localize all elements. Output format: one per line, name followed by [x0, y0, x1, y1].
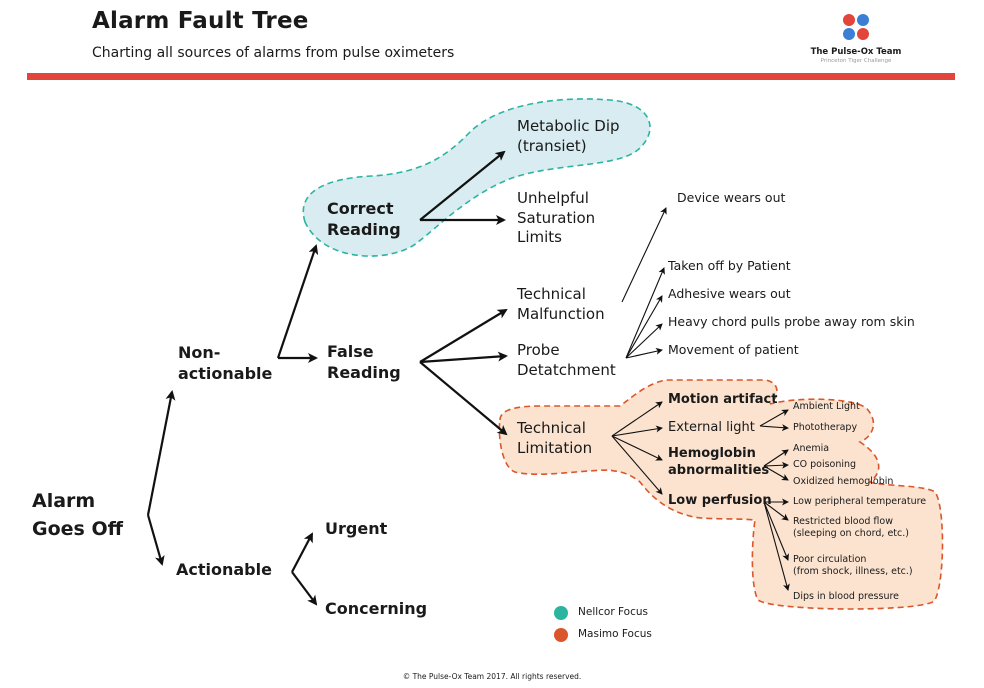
arrow-false-detatchment [419, 351, 508, 364]
arrow-detatch-takenoff [625, 267, 665, 359]
node-adhesive: Adhesive wears out [668, 286, 791, 301]
node-anemia: Anemia [793, 443, 830, 454]
arrow-perf-bp [763, 501, 790, 591]
arrow-hemo-anemia [763, 449, 789, 467]
arrow-actionable-urgent [291, 532, 313, 573]
logo-icon [842, 13, 870, 41]
legend-masimo-swatch [554, 628, 568, 642]
arrow-root-actionable [146, 514, 165, 566]
node-metabolic-dip: Metabolic Dip(transiet) [517, 117, 620, 155]
node-ambient-light: Ambient Light [793, 401, 860, 412]
arrow-perf-restricted [763, 501, 789, 521]
arrow-external-ambient [759, 409, 789, 427]
arrow-nonactionable-correct [276, 244, 319, 359]
node-low-perfusion: Low perfusion [668, 493, 772, 508]
node-poor-circulation: Poor circulation(from shock, illness, et… [793, 554, 913, 578]
arrow-actionable-concerning [291, 571, 318, 606]
arrow-limitation-external [611, 425, 663, 437]
arrow-root-nonactionable [146, 390, 176, 516]
arrow-detatch-chord [625, 323, 663, 359]
arrow-correct-metabolic [419, 150, 506, 221]
node-restricted-blood-flow: Restricted blood flow(sleeping on chord,… [793, 516, 909, 540]
node-low-peripheral-temp: Low peripheral temperature [793, 496, 927, 507]
node-taken-off: Taken off by Patient [668, 258, 791, 273]
page-subtitle: Charting all sources of alarms from puls… [92, 45, 455, 61]
node-external-light: External light [668, 420, 755, 435]
logo-tagline: Princeton Tiger Challenge [820, 58, 892, 64]
legend-nellcor-swatch [554, 606, 568, 620]
node-co-poisoning: CO poisoning [793, 459, 857, 470]
arrow-limitation-hemoglobin [611, 435, 663, 461]
node-heavy-chord: Heavy chord pulls probe away rom skin [668, 314, 915, 329]
arrow-external-photo [759, 424, 789, 432]
team-logo: The Pulse-Ox Team Princeton Tiger Challe… [796, 12, 916, 66]
node-movement: Movement of patient [668, 342, 799, 357]
node-phototherapy: Phototherapy [793, 422, 858, 433]
arrow-limitation-perfusion [611, 435, 663, 495]
page-title: Alarm Fault Tree [92, 8, 309, 34]
copyright-footer: © The Pulse-Ox Team 2017. All rights res… [402, 672, 582, 681]
node-concerning: Concerning [325, 599, 428, 618]
node-device-wears-out: Device wears out [677, 190, 786, 205]
legend-masimo-label: Masimo Focus [578, 628, 652, 640]
node-motion-artifact: Motion artifact [668, 392, 778, 407]
arrow-false-limitation [419, 361, 508, 436]
arrow-detatch-movement [625, 347, 663, 359]
arrow-hemo-co [763, 461, 789, 469]
legend-nellcor-label: Nellcor Focus [578, 606, 648, 618]
masimo-focus-region [498, 379, 944, 610]
arrow-detatch-adhesive [625, 295, 663, 359]
node-non-actionable: Non-actionable [178, 343, 273, 383]
arrow-hemo-oxidized [763, 465, 789, 481]
nellcor-focus-region [302, 98, 651, 257]
node-urgent: Urgent [325, 519, 388, 538]
arrow-limitation-motion [611, 401, 663, 437]
node-oxidized-hemoglobin: Oxidized hemoglobin [793, 476, 894, 487]
arrow-malfunction-device [621, 207, 667, 303]
arrow-perf-circulation [763, 501, 789, 561]
arrow-false-malfunction [419, 308, 508, 363]
header-divider [27, 73, 955, 80]
node-actionable: Actionable [176, 560, 272, 579]
node-dips-blood-pressure: Dips in blood pressure [793, 591, 900, 602]
logo-name: The Pulse-Ox Team [810, 47, 902, 57]
